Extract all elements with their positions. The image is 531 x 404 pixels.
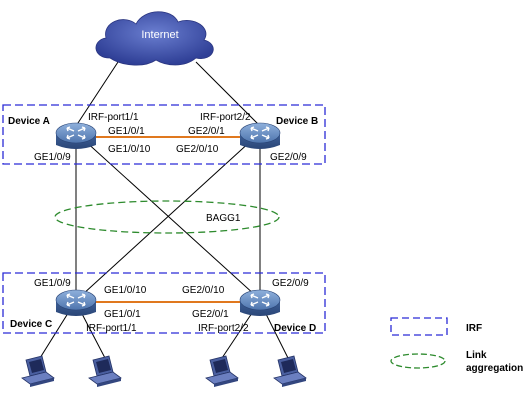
device-c-switch-icon[interactable] (55, 289, 97, 317)
pc-icon-1 (21, 355, 55, 388)
port-a-ge9: GE1/0/9 (34, 152, 71, 163)
port-c-ge9: GE1/0/9 (34, 278, 71, 289)
legend-link-swatch (390, 353, 446, 369)
device-a-label: Device A (8, 116, 50, 127)
legend-link-label-line2: aggregation (466, 363, 523, 374)
link-c-pc1 (39, 309, 71, 359)
legend: IRF Link aggregation (390, 317, 523, 374)
link-a-d-cross (83, 139, 256, 296)
device-b-switch-icon[interactable] (239, 122, 281, 150)
device-d-label: Device D (274, 323, 316, 334)
link-d-pc4 (263, 309, 289, 359)
legend-irf-label: IRF (466, 323, 482, 334)
port-b-irf: IRF-port2/2 (200, 112, 251, 123)
legend-link-label-line1: Link (466, 350, 487, 361)
irf-box-bottom (2, 272, 326, 334)
port-d-irf: IRF-port2/2 (198, 323, 249, 334)
port-d-ge10: GE2/0/10 (182, 285, 225, 296)
link-internet-device-a (75, 61, 119, 127)
port-c-ge1: GE1/0/1 (104, 309, 141, 320)
pc-icon-3 (205, 355, 239, 388)
port-b-ge1: GE2/0/1 (188, 126, 225, 137)
port-b-ge9: GE2/0/9 (270, 152, 307, 163)
device-d-switch-icon[interactable] (239, 289, 281, 317)
pc-icon-2 (88, 355, 122, 388)
port-a-irf: IRF-port1/1 (88, 112, 139, 123)
link-internet-device-b (195, 61, 261, 127)
aggregation-ellipse (54, 200, 280, 234)
cloud-icon (95, 11, 214, 66)
internet-label: Internet (141, 29, 178, 41)
port-c-ge10: GE1/0/10 (104, 285, 147, 296)
link-c-pc2 (79, 309, 106, 359)
link-d-pc3 (221, 309, 255, 359)
port-a-ge1: GE1/0/1 (108, 126, 145, 137)
legend-irf-swatch (390, 317, 448, 336)
internet-cloud: Internet (95, 11, 214, 66)
port-d-ge1: GE2/0/1 (192, 309, 229, 320)
device-a-switch-icon[interactable] (55, 122, 97, 150)
physical-links (39, 61, 289, 359)
link-b-c-cross (81, 139, 253, 296)
port-d-ge9: GE2/0/9 (272, 278, 309, 289)
device-b-label: Device B (276, 116, 318, 127)
irf-box-top (2, 104, 326, 165)
port-b-ge10: GE2/0/10 (176, 144, 219, 155)
port-c-irf: IRF-port1/1 (86, 323, 137, 334)
device-c-label: Device C (10, 319, 52, 330)
port-a-ge10: GE1/0/10 (108, 144, 151, 155)
pc-icon-4 (273, 355, 307, 388)
aggregation-label: BAGG1 (206, 213, 241, 224)
